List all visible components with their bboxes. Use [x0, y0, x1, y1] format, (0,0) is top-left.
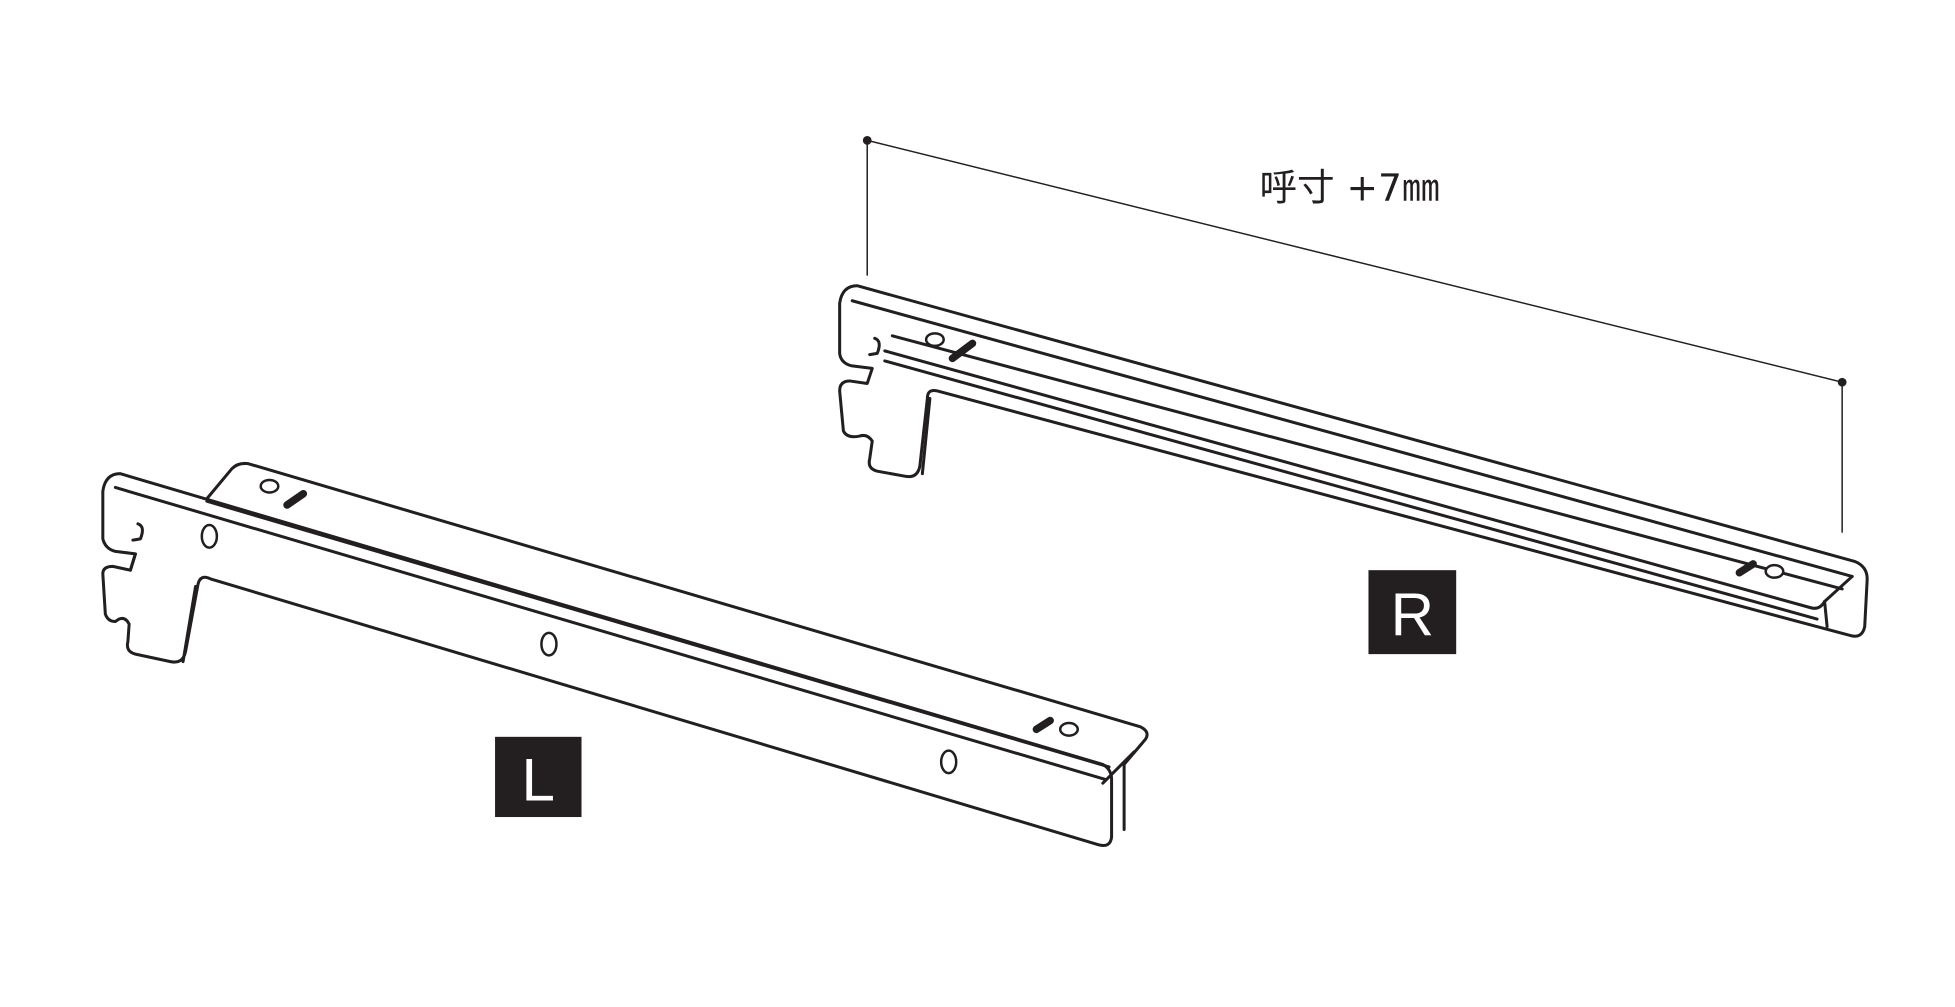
dimension-label: 呼寸 +7㎜: [1259, 165, 1439, 209]
right-bracket: [838, 284, 1869, 638]
right-label-box: R: [1368, 570, 1457, 655]
left-bracket: [101, 461, 1149, 848]
right-label: R: [1391, 581, 1434, 648]
left-label: L: [522, 747, 555, 814]
dimension-line: [862, 135, 1847, 533]
left-label-box: L: [495, 736, 582, 818]
